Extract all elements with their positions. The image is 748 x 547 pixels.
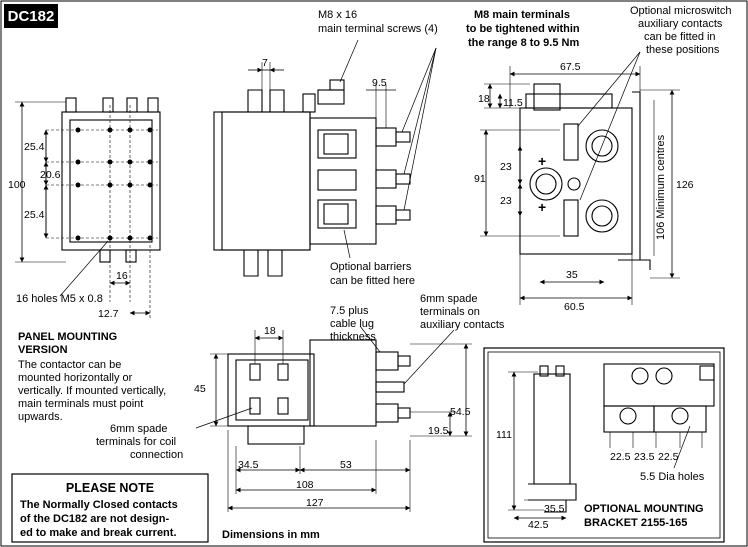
dim-54-5: 54.5	[450, 406, 471, 418]
front-view	[15, 97, 161, 320]
panel-body-line3: vertically. If mounted vertically,	[18, 385, 166, 397]
dim-45: 45	[194, 383, 206, 395]
dim-12-7: 12.7	[98, 308, 119, 320]
panel-body-line2: mounted horizontally or	[18, 372, 133, 384]
title-badge: DC182	[4, 4, 58, 28]
coil-spade-line1: 6mm spade	[110, 423, 167, 435]
dim-23-5: 23.5	[634, 451, 655, 463]
barriers-line1: Optional barriers	[330, 261, 412, 273]
dim-53: 53	[340, 459, 352, 471]
bracket-box: 111 35.5 42.5 22.5 23.5 22.5 5.5 Dia hol…	[483, 347, 725, 543]
side-view	[213, 39, 437, 277]
dim-42-5: 42.5	[528, 519, 549, 531]
m8-terminals-callout: M8 main terminals to be tightened within…	[466, 9, 580, 49]
cable-lug-line2: cable lug	[330, 318, 374, 330]
panel-mounting-text: PANEL MOUNTING VERSION The contactor can…	[18, 331, 166, 423]
dim-34-5: 34.5	[238, 459, 259, 471]
dim-23-bottom: 23	[500, 195, 512, 207]
plan-view-labels: 18 7.5 plus cable lug thickness 6mm spad…	[96, 293, 505, 541]
aux-spade-line2: terminals on	[420, 306, 480, 318]
please-note-box: PLEASE NOTE The Normally Closed contacts…	[11, 473, 209, 543]
dim-67-5: 67.5	[560, 61, 581, 73]
m8-terminals-line2: to be tightened within	[466, 23, 580, 35]
dim-7: 7	[262, 57, 268, 69]
dia-holes-label: 5.5 Dia holes	[640, 471, 705, 483]
panel-body-line1: The contactor can be	[18, 359, 121, 371]
dim-11-5: 11.5	[503, 97, 523, 109]
dim-16: 16	[116, 270, 128, 282]
dim-19-5: 19.5	[428, 425, 449, 437]
end-view-labels: Optional microswitch auxiliary contacts …	[474, 5, 731, 313]
m8-terminals-line3: the range 8 to 9.5 Nm	[468, 37, 579, 49]
coil-spade-line3: connection	[130, 449, 183, 461]
bracket-heading-line2: BRACKET 2155-165	[584, 517, 687, 529]
dim-22-5-right: 22.5	[658, 451, 679, 463]
microswitch-line1: Optional microswitch	[630, 5, 731, 17]
dim-18-plan: 18	[264, 325, 276, 337]
cable-lug-line1: 7.5 plus	[330, 305, 369, 317]
front-view-labels: 100 25.4 20.6 25.4 16 12.7 16 holes M5 x…	[8, 141, 128, 320]
svg-text:+: +	[538, 153, 546, 169]
aux-spade-line3: auxiliary contacts	[420, 319, 505, 331]
plan-view	[195, 325, 472, 512]
microswitch-line2: auxiliary contacts	[638, 18, 723, 30]
panel-heading-line2: VERSION	[18, 344, 68, 356]
dimensions-label: Dimensions in mm	[222, 529, 320, 541]
dim-23-top: 23	[500, 161, 512, 173]
dim-100: 100	[8, 179, 26, 191]
panel-body-line5: upwards.	[18, 411, 63, 423]
dim-25-4-bottom: 25.4	[24, 209, 45, 221]
dim-111: 111	[496, 429, 512, 441]
title-text: DC182	[8, 8, 55, 25]
min-centres-label: 106 Minimum centres	[655, 134, 667, 240]
dim-18-top: 18	[478, 93, 490, 105]
dim-22-5-left: 22.5	[610, 451, 631, 463]
panel-heading-line1: PANEL MOUNTING	[18, 331, 117, 343]
dim-60-5: 60.5	[564, 301, 585, 313]
svg-text:+: +	[538, 199, 546, 215]
aux-spade-line1: 6mm spade	[420, 293, 477, 305]
dim-126: 126	[676, 179, 694, 191]
dim-25-4-top: 25.4	[24, 141, 45, 153]
dim-91: 91	[474, 173, 486, 185]
note-line1: The Normally Closed contacts	[20, 499, 178, 511]
holes-callout: 16 holes M5 x 0.8	[16, 293, 103, 305]
dim-20-6: 20.6	[40, 169, 61, 181]
dim-35: 35	[566, 269, 578, 281]
microswitch-line3: can be fitted in	[644, 31, 716, 43]
barriers-line2: can be fitted here	[330, 275, 415, 287]
m8-screws-line1: M8 x 16	[318, 9, 357, 21]
bracket-heading-line1: OPTIONAL MOUNTING	[584, 503, 704, 515]
cable-lug-line3: thickness	[330, 331, 376, 343]
m8-terminals-line1: M8 main terminals	[474, 9, 570, 21]
dim-9-5: 9.5	[372, 77, 387, 89]
coil-spade-line2: terminals for coil	[96, 436, 176, 448]
note-heading: PLEASE NOTE	[66, 481, 154, 495]
side-view-labels: M8 x 16 main terminal screws (4) 7 9.5 O…	[262, 9, 438, 287]
dim-108: 108	[296, 479, 314, 491]
panel-body-line4: main terminals must point	[18, 398, 143, 410]
note-line2: of the DC182 are not design-	[20, 513, 169, 525]
note-line3: ed to make and break current.	[20, 527, 177, 539]
microswitch-line4: these positions	[646, 44, 720, 56]
dim-35-5: 35.5	[544, 503, 565, 515]
end-view: + +	[480, 51, 680, 305]
m8-screws-line2: main terminal screws (4)	[318, 23, 438, 35]
dim-127: 127	[306, 497, 324, 509]
